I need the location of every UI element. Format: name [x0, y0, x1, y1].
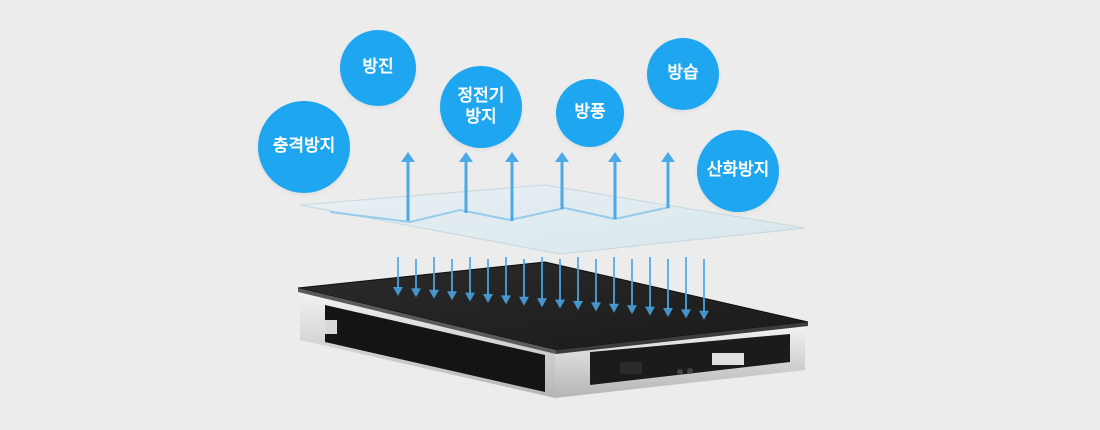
- screw-a: [677, 369, 683, 375]
- arrow-down-icon: [627, 259, 637, 315]
- arrow-down-icon: [411, 259, 421, 298]
- arrow-down-icon: [429, 257, 439, 299]
- arrow-down-icon: [393, 257, 403, 296]
- feature-bubble-shock: 충격방지: [258, 101, 350, 193]
- arrow-down-icon: [663, 259, 673, 317]
- arrow-up-icon: [401, 152, 415, 221]
- arrow-down-icon: [573, 257, 583, 310]
- arrow-down-icon: [555, 259, 565, 309]
- connector-mid: [620, 362, 642, 374]
- feature-bubble-moisture: 방습: [647, 38, 719, 110]
- up-arrows-group: [401, 152, 675, 221]
- arrow-down-icon: [447, 259, 457, 301]
- screw-b: [687, 368, 693, 374]
- arrow-down-icon: [699, 259, 709, 320]
- arrow-up-icon: [661, 152, 675, 208]
- arrow-down-icon: [681, 257, 691, 319]
- arrow-down-icon: [519, 259, 529, 306]
- arrow-up-icon: [459, 152, 473, 213]
- arrow-down-icon: [609, 257, 619, 313]
- arrow-down-icon: [591, 259, 601, 312]
- arrow-down-icon: [537, 257, 547, 308]
- arrow-down-icon: [645, 257, 655, 316]
- down-arrows-group: [393, 257, 709, 320]
- arrow-up-icon: [555, 152, 569, 209]
- arrow-down-icon: [465, 257, 475, 302]
- cabinet-top-edge: [298, 288, 556, 354]
- cabinet-black-inner-left: [325, 305, 545, 392]
- feature-bubble-antistatic: 정전기 방지: [440, 66, 522, 148]
- arrow-down-icon: [483, 259, 493, 303]
- connector-right: [712, 353, 744, 365]
- feature-bubble-wind: 방풍: [556, 79, 624, 147]
- arrow-down-icon: [501, 257, 511, 305]
- connector-left: [325, 320, 337, 334]
- feature-bubble-dust: 방진: [340, 30, 416, 106]
- protective-film-layer: [299, 184, 806, 255]
- arrow-up-icon: [608, 152, 622, 219]
- cabinet-top-edge-right: [556, 322, 808, 354]
- led-cabinet: [297, 261, 809, 398]
- feature-bubble-oxidation: 산화방지: [697, 130, 779, 212]
- arrow-up-icon: [505, 152, 519, 221]
